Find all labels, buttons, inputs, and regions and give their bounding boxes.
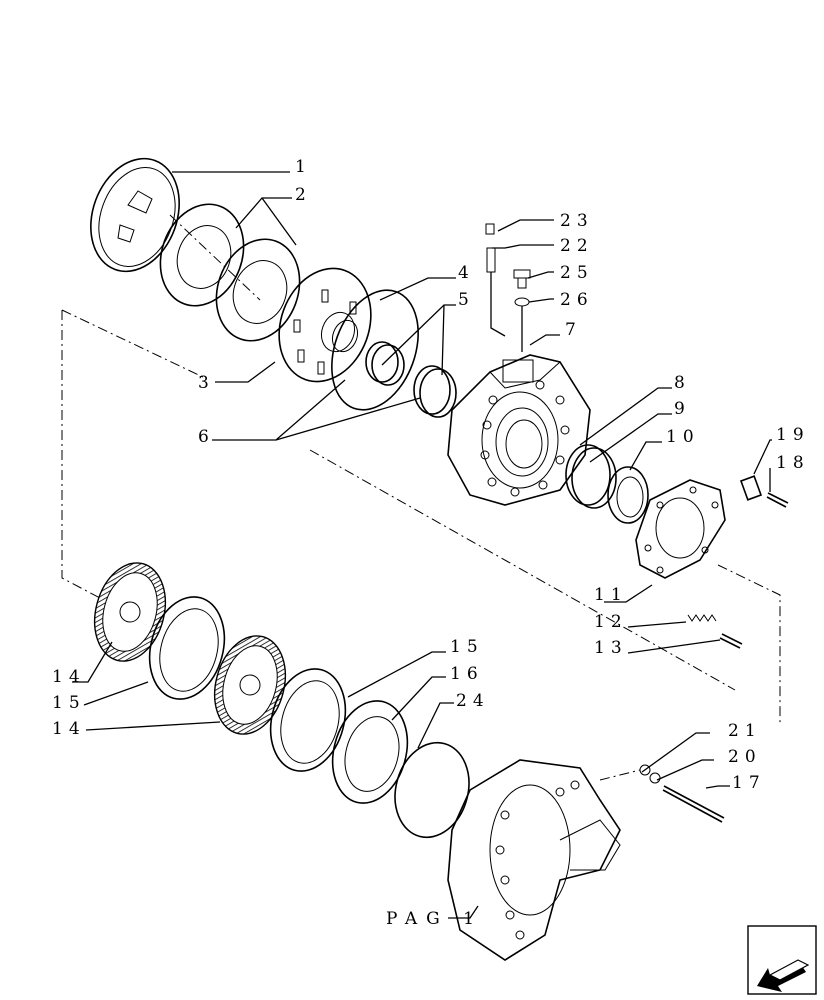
- part-18-19-bolt-bushing: [739, 475, 789, 508]
- callout-15-lower: 15: [52, 693, 86, 713]
- next-page-button[interactable]: [747, 925, 817, 995]
- callout-22: 22: [560, 236, 594, 256]
- callout-21: 21: [728, 721, 762, 741]
- part-11-flange: [635, 479, 726, 579]
- callout-4: 4: [458, 263, 475, 283]
- part-15-steel-plates: [148, 596, 347, 772]
- part-1-cover-plate: [90, 157, 180, 273]
- callout-3: 3: [198, 373, 215, 393]
- callout-1: 1: [295, 157, 312, 177]
- part-17-20-21-stud: [639, 764, 725, 823]
- callout-2: 2: [295, 185, 312, 205]
- part-3-hub: [278, 267, 372, 383]
- leader-lines: [72, 171, 772, 919]
- callout-14-upper: 14: [52, 667, 86, 687]
- callout-9: 9: [674, 399, 691, 419]
- callout-8: 8: [674, 373, 691, 393]
- callout-11: 11: [594, 585, 628, 605]
- callout-24: 24: [456, 691, 490, 711]
- part-2-discs: [159, 203, 301, 342]
- arrow-next-page-icon: [757, 959, 810, 992]
- callout-12: 12: [594, 612, 628, 632]
- callout-7: 7: [565, 320, 582, 340]
- callout-15-upper: 15: [450, 637, 484, 657]
- callout-20: 20: [728, 747, 762, 767]
- callout-26: 26: [560, 290, 594, 310]
- callout-19: 19: [776, 425, 810, 445]
- callout-17: 17: [732, 773, 766, 793]
- page-reference-label: PAG 1: [386, 909, 483, 929]
- callout-labels: 1 2 3 4 5 6 7 8 9 10 11 12 13 14 15 14 1…: [52, 157, 810, 929]
- callout-14-lower: 14: [52, 719, 86, 739]
- part-4-ring-plate: [331, 289, 419, 411]
- part-16-pressure-plate: [331, 700, 409, 804]
- callout-10: 10: [666, 427, 700, 447]
- part-8-9-10-rings: [565, 444, 649, 524]
- part-24-shim-ring: [394, 741, 470, 839]
- callout-6: 6: [198, 427, 215, 447]
- callout-25: 25: [560, 263, 594, 283]
- callout-18: 18: [776, 453, 810, 473]
- part-22-23-25-26-fittings: [485, 223, 531, 307]
- part-5-6-seal-rings: [365, 341, 457, 418]
- callout-16: 16: [450, 664, 484, 684]
- part-7-housing: [447, 354, 591, 506]
- part-14-friction-discs: [94, 562, 286, 735]
- axle-housing: [447, 759, 621, 961]
- part-12-13-spring-bolt: [687, 614, 743, 649]
- callout-13: 13: [594, 638, 628, 658]
- callout-23: 23: [560, 211, 594, 231]
- assembly-centerlines: [61, 214, 781, 781]
- callout-5: 5: [458, 290, 475, 310]
